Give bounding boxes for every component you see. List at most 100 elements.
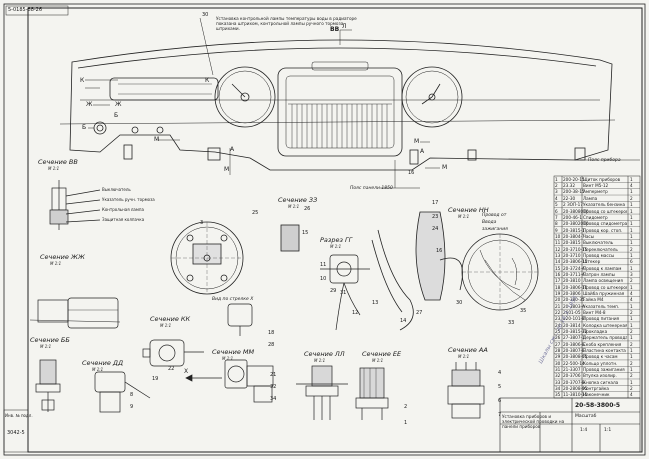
parts-row-cell: 24 bbox=[555, 322, 561, 328]
top-note-ref: ВВ bbox=[330, 26, 340, 33]
parts-row-cell: Щиток приборов bbox=[583, 176, 621, 182]
vv-legend-item: Выключатель bbox=[102, 187, 131, 192]
parts-row-cell: Переключатель bbox=[583, 246, 618, 252]
parts-row-cell: 34 bbox=[555, 386, 561, 392]
parts-row-cell: 20-3806-15 bbox=[563, 259, 588, 265]
parts-row-cell: Провод со штекером bbox=[583, 284, 627, 290]
nn-note: Провод от Ввода зажигания bbox=[482, 213, 508, 232]
parts-row-cell: 28 bbox=[555, 348, 561, 354]
parts-row-cell: 20-2808-05 bbox=[563, 386, 588, 392]
corner-code: 5-0185-88-26 bbox=[8, 7, 43, 13]
parts-row-cell: 20-3710-15 bbox=[563, 246, 588, 252]
parts-row-cell: 20-3803-А bbox=[563, 303, 585, 309]
parts-row-cell: 9 bbox=[555, 227, 558, 233]
callout-number: 34 bbox=[270, 396, 277, 402]
parts-row-cell: Провод кор. стоп. bbox=[583, 227, 623, 233]
parts-row-cell: Амперметр bbox=[583, 189, 608, 195]
parts-row-cell: 20-3706 bbox=[563, 373, 581, 379]
parts-row-cell: 20-3710 bbox=[563, 252, 581, 258]
parts-row-cell: 14 bbox=[555, 259, 561, 265]
view-x-label: Вид по стрелке Х bbox=[212, 297, 254, 302]
parts-row-cell: 15 bbox=[555, 265, 561, 271]
parts-row-cell: Колодка штекерная bbox=[583, 322, 627, 328]
parts-row-cell: 21 bbox=[555, 303, 561, 309]
parts-row-cell: 20-3806-Б bbox=[563, 341, 585, 347]
parts-row-cell: 20-3724-А bbox=[563, 265, 585, 271]
parts-row-cell: Лампа освещения bbox=[583, 278, 623, 284]
parts-row-cell: 13 bbox=[555, 252, 561, 258]
parts-row-cell: Часы bbox=[583, 233, 595, 239]
section-ee-drawing bbox=[355, 367, 389, 420]
callout-number: 1 bbox=[404, 420, 408, 426]
callout-number: 3 bbox=[200, 220, 204, 226]
callout-number: 17 bbox=[432, 200, 439, 206]
parts-row-cell: 1 bbox=[630, 176, 633, 182]
parts-row-cell: 1 bbox=[630, 316, 633, 322]
parts-row-cell: Прокладка bbox=[583, 329, 608, 335]
parts-row-cell: 1 bbox=[630, 265, 633, 271]
callout-number: 28 bbox=[268, 342, 275, 348]
parts-row-cell: 1 bbox=[630, 214, 633, 220]
side-stamp-1: Инв. № подл. bbox=[5, 413, 33, 418]
callout-number: 2 bbox=[404, 404, 408, 410]
parts-row-cell: 1 bbox=[630, 252, 633, 258]
drawing-number: 20-58-3800-5 bbox=[575, 402, 621, 409]
parts-row-cell: 20-3807-Б bbox=[563, 348, 585, 354]
parts-row-cell: Провод к лампам bbox=[583, 265, 622, 271]
parts-row-cell: 4 bbox=[630, 297, 633, 303]
callout-number: 19 bbox=[152, 376, 159, 382]
callout-number: 14 bbox=[400, 318, 407, 324]
parts-row-cell: 18 bbox=[555, 284, 561, 290]
section-letter-m2: М bbox=[224, 166, 230, 173]
parts-row-cell: 20-3815 bbox=[563, 240, 581, 246]
parts-row-cell: 2 bbox=[630, 278, 633, 284]
parts-row-cell: Провод спидометра bbox=[583, 221, 627, 227]
parts-row-cell: 2 bbox=[630, 373, 633, 379]
parts-row-cell: 3 bbox=[555, 189, 558, 195]
section-zhzh-drawing bbox=[29, 297, 121, 329]
callout-number: 24 bbox=[432, 226, 439, 232]
material-label: Масштаб bbox=[575, 414, 597, 419]
callout-number: 25 bbox=[252, 210, 259, 216]
parts-row-cell: 1 bbox=[630, 233, 633, 239]
parts-row-cell: 20-3804-7 bbox=[563, 233, 585, 239]
parts-row-cell: Контргайка bbox=[583, 386, 609, 392]
parts-row-cell: Держатель провода bbox=[583, 335, 627, 341]
parts-row-cell: 1 bbox=[630, 202, 633, 208]
parts-row-cell: 1 bbox=[630, 208, 633, 214]
parts-row-cell: Выключатель bbox=[583, 240, 614, 246]
parts-row-cell: 23.32 bbox=[563, 183, 575, 189]
bottom-label-2: Пояс прибора bbox=[588, 158, 621, 163]
parts-row-cell: 200-38-15 bbox=[563, 189, 585, 195]
section-letter-k1: К bbox=[80, 77, 85, 84]
callout-number: 7 bbox=[498, 412, 502, 418]
vv-legend-item: Указатель ручн. тормоза bbox=[102, 197, 155, 202]
section-zz-drawing bbox=[170, 221, 300, 295]
callout-number: 8 bbox=[130, 392, 134, 398]
parts-row-cell: 1 bbox=[630, 227, 633, 233]
parts-row-cell: 2 ЗОП-17 bbox=[563, 202, 583, 208]
section-letter-b2: Б bbox=[114, 112, 119, 119]
callout-16: 16 bbox=[408, 170, 415, 176]
parts-row-cell: 2 bbox=[555, 183, 558, 189]
parts-row-cell: Шайба пружинная bbox=[583, 290, 625, 296]
parts-row-cell: 23 bbox=[555, 316, 561, 322]
parts-row-cell: Наконечник bbox=[583, 392, 610, 398]
parts-row-cell: 1 bbox=[630, 322, 633, 328]
dash-top-label: Л bbox=[342, 23, 347, 30]
weight-value: 1:4 bbox=[580, 428, 588, 433]
parts-row-cell: 1 bbox=[630, 189, 633, 195]
parts-row-cell: 1 bbox=[630, 379, 633, 385]
parts-row-cell: 2 bbox=[630, 246, 633, 252]
parts-row-cell: 20-3806-10 bbox=[563, 284, 588, 290]
parts-row-cell: Провод массы bbox=[583, 252, 615, 258]
parts-row-cell: 2601-05 bbox=[563, 310, 581, 315]
parts-row-cell: 1 bbox=[630, 348, 633, 354]
parts-row-cell: 3 bbox=[630, 271, 633, 277]
